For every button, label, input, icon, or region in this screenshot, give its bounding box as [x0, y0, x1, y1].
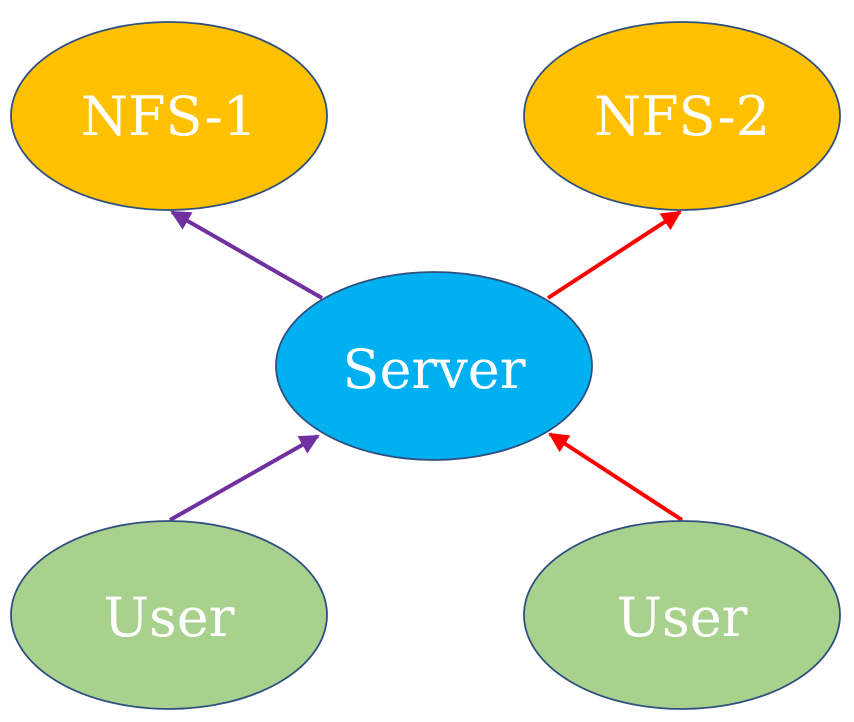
node-server: Server [275, 271, 593, 461]
node-nfs2: NFS-2 [523, 21, 841, 211]
node-nfs1-label: NFS-1 [81, 85, 257, 148]
edge-user-left-to-server [169, 434, 320, 522]
node-user-right: User [523, 520, 841, 710]
node-nfs2-shape [523, 21, 841, 211]
node-user-right-shape [523, 520, 841, 710]
node-nfs1: NFS-1 [10, 21, 328, 211]
edge-server-to-nfs2 [546, 210, 682, 300]
node-user-left-shape [10, 520, 328, 710]
node-nfs1-shape [10, 21, 328, 211]
edge-server-to-nfs1 [170, 210, 323, 300]
node-user-left-label: User [104, 586, 235, 649]
node-server-label: Server [342, 338, 525, 401]
node-server-shape [275, 271, 593, 461]
node-nfs2-label: NFS-2 [594, 85, 770, 148]
node-user-left: User [10, 520, 328, 710]
edge-user-right-to-server [548, 432, 684, 522]
node-user-right-label: User [617, 586, 748, 649]
